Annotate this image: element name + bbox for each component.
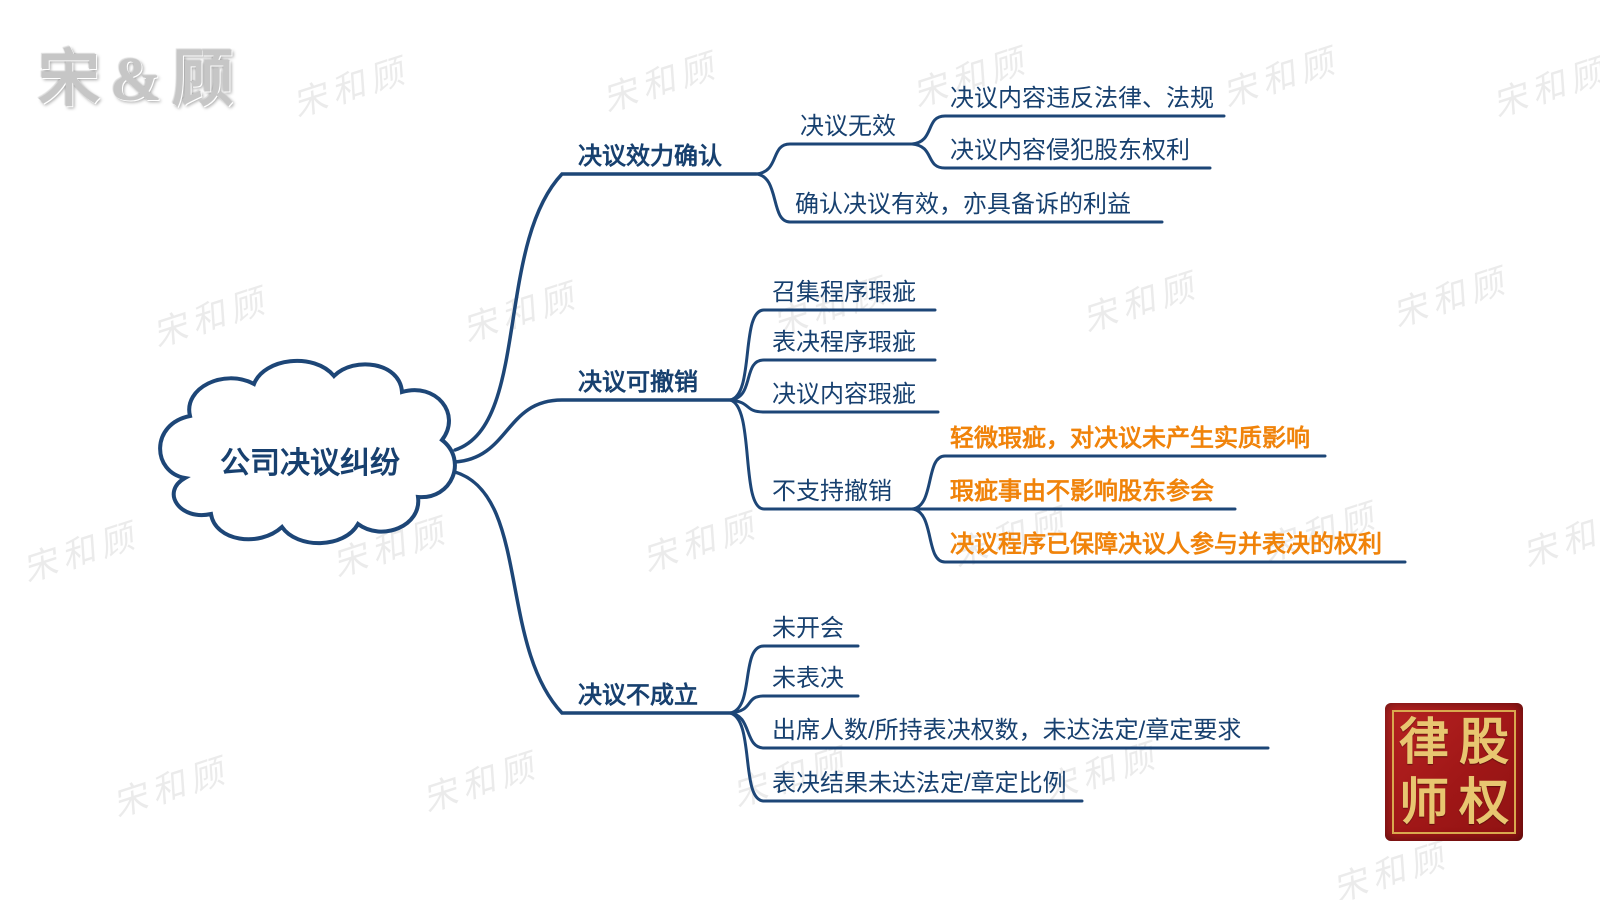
node-result-short: 表决结果未达法定/章定比例 [772, 770, 1067, 797]
node-no-revocation: 不支持撤销 [772, 478, 892, 505]
seal-char-top-right: 股 [1459, 714, 1509, 770]
node-convening-defect: 召集程序瑕疵 [772, 279, 916, 306]
connector-branch-not-established [453, 470, 732, 715]
connector-attendance-short [728, 711, 1270, 750]
node-resolution-invalid: 决议无效 [800, 113, 896, 140]
node-no-vote: 未表决 [772, 665, 844, 692]
root-node-label: 公司决议纠纷 [220, 447, 400, 480]
connector-convening-defect [728, 308, 937, 402]
node-no-effect-attendance: 瑕疵事由不影响股东参会 [950, 478, 1214, 505]
node-minor-defect: 轻微瑕疵，对决议未产生实质影响 [950, 425, 1310, 452]
connector-no-vote [728, 694, 860, 715]
node-confirm-valid: 确认决议有效，亦具备诉的利益 [795, 191, 1131, 218]
node-not-established: 决议不成立 [578, 682, 698, 709]
node-voting-defect: 表决程序瑕疵 [772, 329, 916, 356]
connector-confirm-valid [754, 172, 1164, 224]
connector-no-meeting [728, 644, 860, 715]
node-revocable: 决议可撤销 [578, 369, 698, 396]
node-content-violates-law: 决议内容违反法律、法规 [950, 85, 1214, 112]
connector-branch-validity [453, 172, 758, 452]
node-procedure-protected: 决议程序已保障决议人参与并表决的权利 [950, 531, 1382, 558]
connector-infringe-rights [910, 142, 1212, 170]
node-content-infringes-rights: 决议内容侵犯股东权利 [950, 137, 1190, 164]
connector-invalid [754, 142, 914, 176]
connector-result-short [728, 711, 1084, 803]
seal-char-bottom-right: 权 [1459, 774, 1509, 830]
connector-procedure-protected [910, 507, 1407, 564]
brand-logo: 宋&顾 [38, 46, 244, 114]
root-cloud-shape [158, 358, 457, 546]
seal-border: 律 股 师 权 [1392, 710, 1516, 834]
connector-voting-defect [728, 358, 937, 402]
connector-violate-law [910, 114, 1226, 146]
seal-char-top-left: 律 [1399, 714, 1449, 770]
connector-branch-revocable [453, 398, 732, 464]
connector-content-defect [728, 398, 940, 414]
connector-no-revocation [728, 398, 914, 511]
node-content-defect: 决议内容瑕疵 [772, 381, 916, 408]
law-firm-seal: 律 股 师 权 [1385, 703, 1523, 841]
seal-char-bottom-left: 师 [1399, 774, 1449, 830]
node-no-meeting: 未开会 [772, 615, 844, 642]
node-attendance-short: 出席人数/所持表决权数，未达法定/章定要求 [772, 717, 1242, 744]
node-validity-confirmation: 决议效力确认 [578, 143, 722, 170]
connector-minor-defect [910, 454, 1327, 511]
